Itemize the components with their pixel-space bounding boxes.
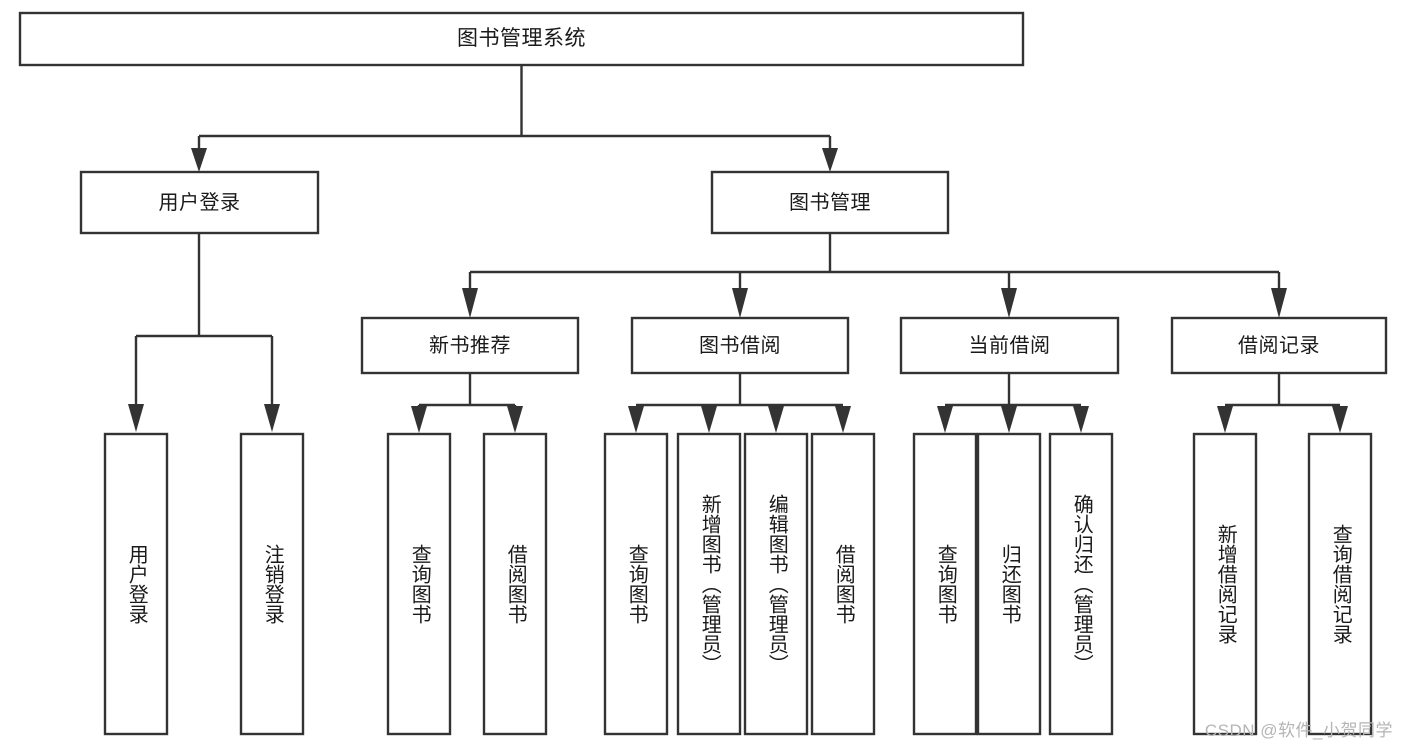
node-user-login-box[interactable] xyxy=(79,170,320,235)
leaf-box-currentborrow-confirm[interactable] xyxy=(1048,432,1114,736)
leaf-box-newbook-borrow[interactable] xyxy=(482,432,548,736)
arrow-leaf-logout xyxy=(264,404,280,432)
arrow-new-book xyxy=(462,288,478,318)
arrow-borrow-book xyxy=(732,288,748,318)
leaf-box-borrowbook-borrow[interactable] xyxy=(810,432,876,736)
arrow-borrowrecord-leaf-2 xyxy=(1332,406,1348,433)
leaf-box-logout[interactable] xyxy=(239,432,305,736)
arrow-currentborrow-leaf-1 xyxy=(937,406,953,433)
node-root-box[interactable] xyxy=(18,11,1025,67)
arrow-leaf-user-login xyxy=(128,404,144,432)
leaf-box-user-login[interactable] xyxy=(103,432,169,736)
leaf-box-newbook-query[interactable] xyxy=(386,432,452,736)
arrow-newbook-leaf-1 xyxy=(411,406,427,433)
leaf-box-borrowbook-edit[interactable] xyxy=(743,432,809,736)
arrow-user-login xyxy=(191,148,207,172)
leaf-box-record-query[interactable] xyxy=(1307,432,1373,736)
node-borrow-record-box[interactable] xyxy=(1170,316,1388,375)
arrow-newbook-leaf-2 xyxy=(507,406,523,433)
arrow-currentborrow-leaf-2 xyxy=(1001,406,1017,433)
node-book-manage-box[interactable] xyxy=(710,170,950,235)
watermark-text: CSDN @软件_小贺同学 xyxy=(1204,721,1393,740)
arrow-current-borrow xyxy=(1001,288,1017,318)
arrow-borrowbook-leaf-4 xyxy=(835,406,851,433)
arrow-borrowbook-leaf-3 xyxy=(768,406,784,433)
arrow-currentborrow-leaf-3 xyxy=(1073,406,1089,433)
arrow-borrow-record xyxy=(1271,288,1287,318)
arrow-book-manage xyxy=(822,148,838,172)
node-current-borrow-box[interactable] xyxy=(899,316,1120,375)
arrow-borrowbook-leaf-1 xyxy=(628,406,644,433)
leaf-box-borrowbook-query[interactable] xyxy=(603,432,669,736)
arrow-borrowrecord-leaf-1 xyxy=(1217,406,1233,433)
leaf-box-currentborrow-return[interactable] xyxy=(976,432,1042,736)
leaf-box-currentborrow-query[interactable] xyxy=(912,432,978,736)
node-new-book-box[interactable] xyxy=(360,316,580,375)
node-borrow-book-box[interactable] xyxy=(630,316,850,375)
arrow-borrowbook-leaf-2 xyxy=(701,406,717,433)
leaf-box-record-add[interactable] xyxy=(1192,432,1258,736)
leaf-box-borrowbook-add[interactable] xyxy=(676,432,742,736)
